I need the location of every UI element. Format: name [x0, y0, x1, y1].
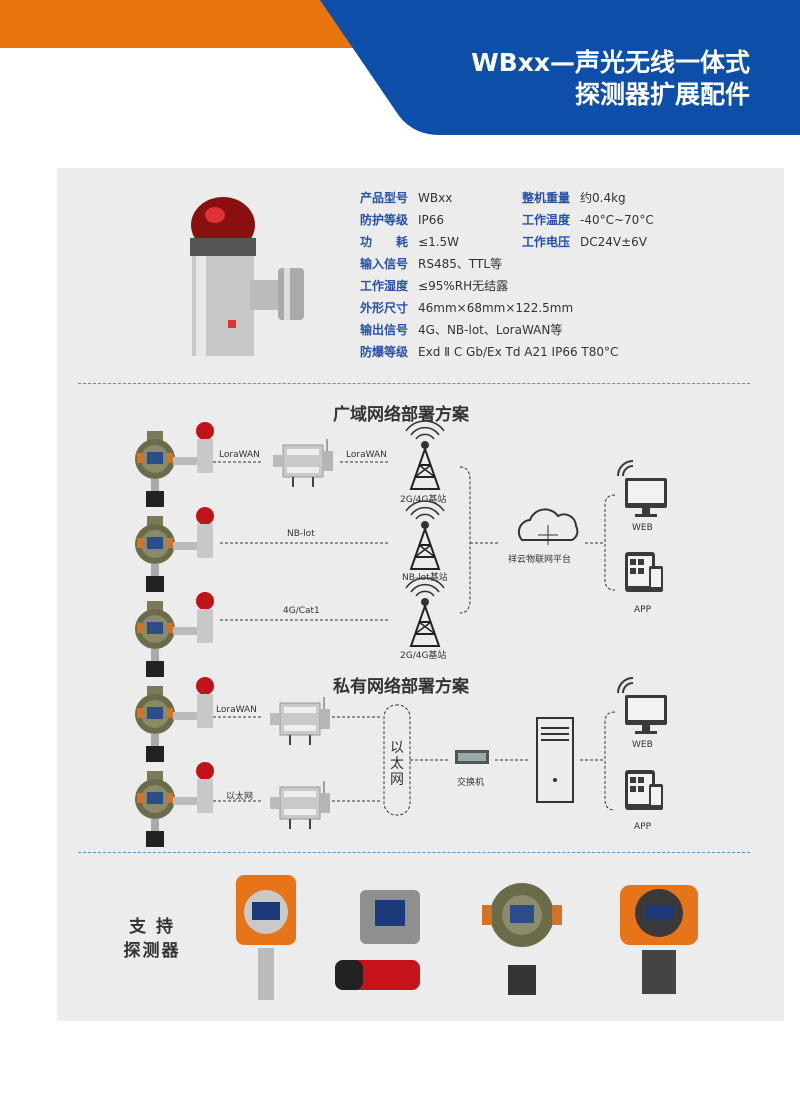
wan-link-4g: 4G/Cat1 [283, 606, 320, 616]
tower-icon-2 [405, 499, 445, 570]
web-label-wan: WEB [632, 523, 653, 533]
web-monitor-icon-private [617, 677, 668, 735]
gateway-icon-private-2 [269, 780, 331, 830]
alarm-device-icon [190, 197, 304, 356]
detector-icon-private-2 [135, 762, 214, 847]
wan-section-title: 广域网络部署方案 [333, 405, 469, 425]
page-title: WBxx—声光无线一体式 探测器扩展配件 [471, 47, 750, 111]
app-label-private: APP [634, 822, 652, 832]
wan-link-nb: NB-lot [287, 529, 315, 539]
detector-image-1 [236, 875, 296, 1000]
divider-2 [78, 852, 750, 853]
wan-link-lora-2: LoraWAN [346, 450, 387, 460]
wan-link-lora-1: LoraWAN [219, 450, 260, 460]
station-label-3: 2G/4G基站 [400, 651, 447, 661]
detector-image-4 [620, 885, 698, 994]
title-line-2: 探测器扩展配件 [574, 80, 750, 109]
detector-icon-wan-1 [135, 422, 214, 507]
detector-icon-wan-2 [135, 507, 214, 592]
app-phone-icon-private [625, 770, 663, 810]
tower-icon-3 [405, 576, 445, 647]
switch-icon [455, 750, 489, 764]
app-label-wan: APP [634, 605, 652, 615]
private-link-eth: 以太网 [226, 792, 254, 802]
detector-icon-private-1 [135, 677, 214, 762]
cloud-icon [517, 508, 579, 545]
spec-weight: 整机重量约0.4kg [522, 191, 626, 205]
web-label-private: WEB [632, 740, 653, 750]
station-label-1: 2G/4G基站 [400, 495, 447, 505]
station-label-2: NB-lot基站 [402, 573, 448, 583]
server-icon [536, 717, 574, 803]
switch-label: 交换机 [457, 778, 485, 788]
support-line-2: 探测器 [123, 941, 181, 961]
spec-power: 功 耗≤1.5W [360, 235, 460, 249]
title-line-1: WBxx—声光无线一体式 [471, 48, 750, 77]
divider-1 [78, 383, 750, 384]
detector-image-2 [335, 890, 420, 990]
private-section-title: 私有网络部署方案 [333, 677, 469, 697]
gateway-icon-wan [272, 438, 334, 488]
tower-icon-1 [405, 419, 445, 490]
gateway-icon-private-1 [269, 696, 331, 746]
private-link-lora: LoraWAN [216, 705, 257, 715]
ethernet-label: 以太网 [390, 740, 404, 788]
spec-humidity: 工作湿度≤95%RH无结露 [360, 279, 509, 293]
web-monitor-icon-wan [617, 460, 668, 518]
cloud-platform-label: 祥云物联网平台 [508, 555, 572, 565]
app-phone-icon-wan [625, 552, 663, 592]
header-banner [0, 0, 800, 135]
detector-icon-wan-3 [135, 592, 214, 677]
content-panel [57, 168, 784, 1021]
spec-temperature: 工作温度-40°C~70°C [522, 213, 654, 227]
detector-image-3 [482, 883, 562, 995]
support-label: 支 持 探测器 [112, 915, 192, 963]
support-line-1: 支 持 [129, 917, 175, 937]
